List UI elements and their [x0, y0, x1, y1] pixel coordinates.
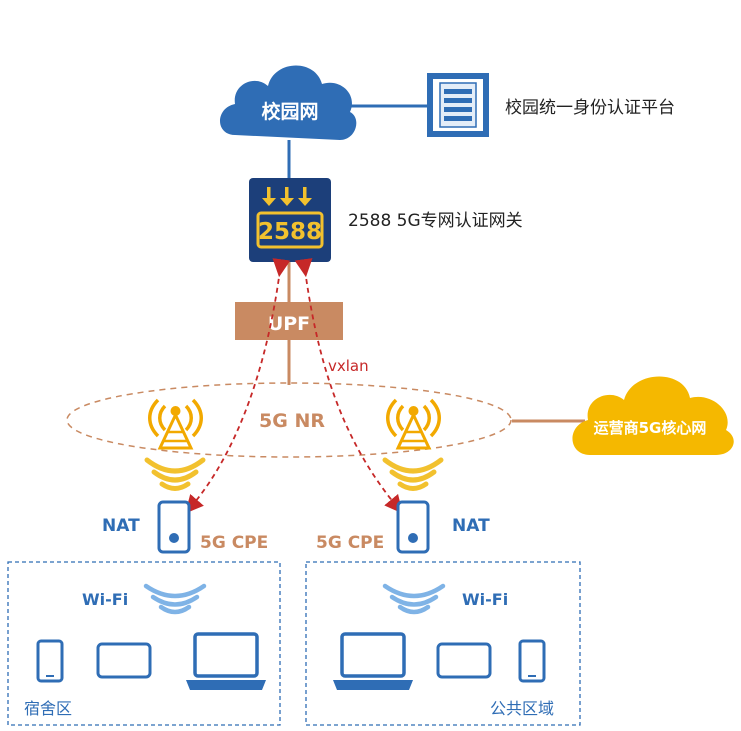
gateway-display: 2588	[258, 219, 322, 245]
nr-coverage-ellipse	[66, 382, 512, 458]
dormitory-zone-box	[7, 561, 281, 726]
left-nat-label: NAT	[102, 516, 140, 536]
signal-waves-icon	[382, 457, 444, 491]
operator-core-cloud: 运营商5G核心网	[572, 376, 734, 455]
cell-tower-icon	[386, 398, 441, 450]
server-icon	[427, 73, 489, 137]
operator-core-label: 运营商5G核心网	[594, 419, 707, 437]
upf-label: UPF	[268, 313, 310, 335]
upf-box: UPF	[235, 302, 343, 340]
gateway-arrows-icon	[262, 187, 312, 206]
tablet-icon	[96, 642, 152, 679]
laptop-icon	[186, 632, 266, 690]
wifi-icon	[143, 583, 207, 615]
right-wifi-label: Wi-Fi	[462, 590, 508, 609]
phone-icon	[36, 639, 64, 683]
wifi-icon	[382, 583, 446, 615]
cpe-device-icon	[157, 500, 191, 554]
left-wifi-label: Wi-Fi	[82, 590, 128, 609]
left-cpe-label: 5G CPE	[200, 533, 268, 553]
cell-tower-icon	[148, 398, 203, 450]
tablet-icon	[436, 642, 492, 679]
campus-network-cloud: 校园网	[220, 65, 357, 140]
phone-icon	[518, 639, 546, 683]
public-zone-box	[305, 561, 581, 726]
right-cpe-label: 5G CPE	[316, 533, 384, 553]
gateway-label: 2588 5G专网认证网关	[348, 211, 523, 231]
right-nat-label: NAT	[452, 516, 490, 536]
vxlan-label: vxlan	[328, 357, 369, 375]
cpe-device-icon	[396, 500, 430, 554]
vxlan-tunnel-right	[294, 258, 403, 514]
dormitory-zone-label: 宿舍区	[24, 699, 72, 718]
auth-platform-label: 校园统一身份认证平台	[505, 98, 675, 118]
vxlan-tunnel-left	[185, 258, 291, 514]
nr-label: 5G NR	[259, 410, 325, 432]
public-zone-label: 公共区域	[490, 699, 554, 718]
campus-network-label: 校园网	[261, 100, 318, 123]
laptop-icon	[333, 632, 413, 690]
signal-waves-icon	[144, 457, 206, 491]
gateway-device: 2588	[249, 178, 331, 262]
